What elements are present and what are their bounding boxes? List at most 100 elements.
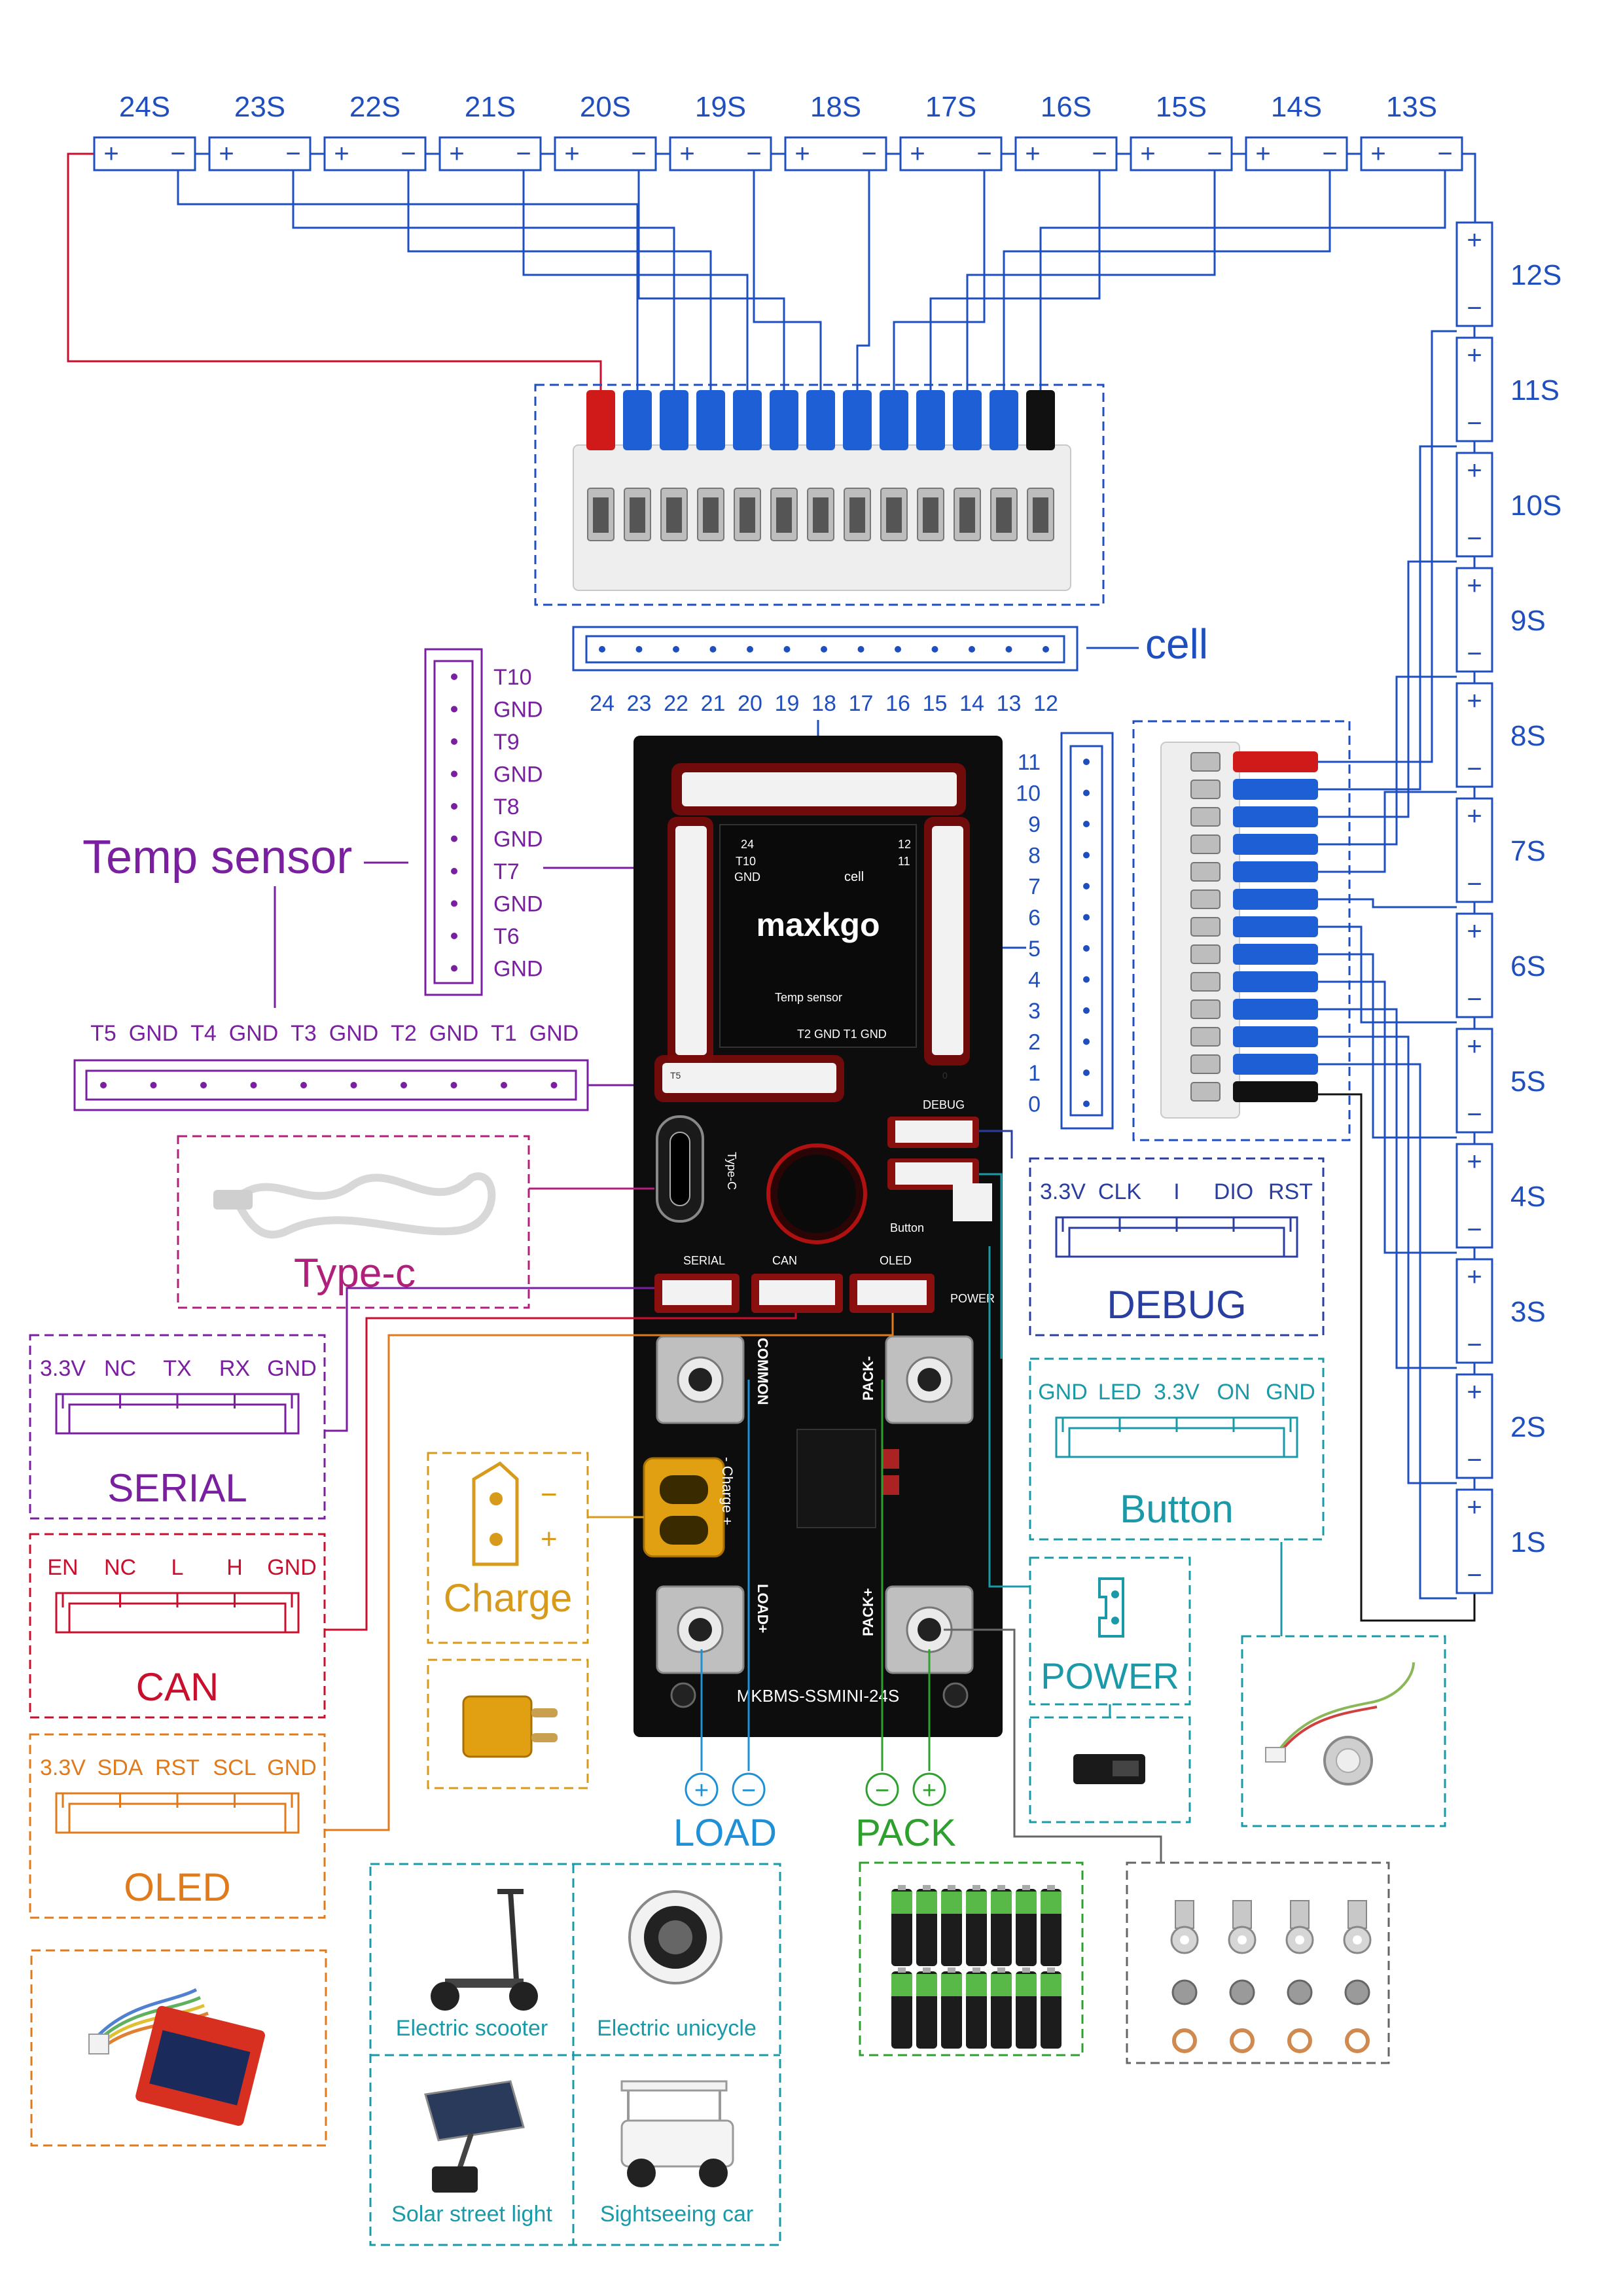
balance-wire-right	[1315, 330, 1457, 763]
right-cell-minus: −	[1467, 1331, 1482, 1359]
header-pin-number: 12	[1033, 691, 1058, 716]
temp-pin-dot	[451, 868, 457, 874]
temp-pin-dot	[451, 738, 457, 745]
header-pin-number: 2	[1028, 1030, 1041, 1055]
charge-minus: −	[541, 1479, 558, 1511]
header-pin-dot	[1083, 914, 1090, 921]
right-cell-battery	[1455, 682, 1493, 788]
board-charge: - Charge +	[719, 1457, 736, 1526]
top-cell-plus: +	[103, 139, 118, 168]
header-pin-number: 13	[997, 691, 1022, 716]
top-cell-label: 17S	[925, 91, 976, 123]
battery-cap	[997, 1967, 1005, 1973]
right-cell-minus: −	[1467, 294, 1482, 323]
pinbox-frame	[1029, 1157, 1325, 1336]
top-cell-label: 18S	[810, 91, 861, 123]
top-cell-battery	[554, 136, 657, 171]
plug-pin-metal	[593, 497, 609, 533]
temp-pin-label: GND	[129, 1021, 179, 1046]
top-cell-minus: −	[976, 139, 991, 168]
power-label: POWER	[1041, 1655, 1179, 1696]
plug-pin	[1190, 1054, 1221, 1074]
right-cell-label: 5S	[1510, 1066, 1546, 1098]
right-cell-battery	[1455, 336, 1493, 442]
top-cell-label: 20S	[580, 91, 631, 123]
board-button: Button	[890, 1221, 924, 1234]
balance-wire-top	[1039, 170, 1446, 393]
pinbox-pin-label: TX	[163, 1356, 191, 1381]
header-pin-number: 1	[1028, 1061, 1041, 1086]
right-cell-minus: −	[1467, 870, 1482, 899]
battery-cap	[923, 1885, 931, 1890]
top-cell-battery	[1245, 136, 1348, 171]
temp-pin-label: T7	[493, 859, 520, 884]
right-cell-plus: +	[1467, 802, 1482, 831]
pinbox-frame	[29, 1334, 326, 1520]
balance-wire-right	[1315, 1035, 1457, 1484]
top-cell-minus: −	[1092, 139, 1107, 168]
pinbox-frame	[1029, 1357, 1325, 1541]
plug-wire	[1233, 834, 1318, 855]
plug-wire	[1026, 390, 1055, 450]
right-cell-minus: −	[1467, 985, 1482, 1014]
battery-band	[941, 1892, 962, 1914]
header-pin-dot	[857, 646, 865, 653]
right-cell-battery	[1455, 1258, 1493, 1364]
right-cell-minus: −	[1467, 755, 1482, 783]
right-cell-plus: +	[1467, 456, 1482, 485]
balance-wire-top	[292, 170, 675, 393]
bms-board: maxkgo 24 T10 GND 12 11 cell Temp sensor…	[633, 736, 1003, 1737]
top-cell-label: 24S	[119, 91, 170, 123]
temp-pin-label: T2	[391, 1021, 417, 1046]
header-pin-number: 11	[1018, 750, 1041, 775]
top-cell-row: 24S+−23S+−22S+−21S+−20S+−19S+−18S+−17S+−…	[93, 91, 1463, 171]
right-cell-label: 3S	[1510, 1296, 1546, 1328]
top-cell-plus: +	[219, 139, 234, 168]
header-pin-number: 22	[664, 691, 688, 716]
top-cell-minus: −	[170, 139, 185, 168]
balance-wire-right	[1315, 925, 1457, 1024]
plug-wire	[806, 390, 835, 450]
pinbox-title: OLED	[124, 1865, 230, 1909]
load-plus-symbol: +	[694, 1777, 709, 1804]
right-cell-plus: +	[1467, 1263, 1482, 1291]
temp-pin-dot	[451, 803, 457, 810]
top-cell-minus: −	[1207, 139, 1222, 168]
board-model: MKBMS-SSMINI-24S	[737, 1686, 900, 1706]
plug-wire	[1233, 861, 1318, 882]
plug-pin	[1190, 1027, 1221, 1047]
cell-link-corner	[1462, 152, 1476, 223]
header-pin-dot	[635, 646, 643, 653]
temp-pin-dot	[451, 900, 457, 907]
temp-pin-dot	[350, 1082, 357, 1088]
balance-wire-top	[929, 170, 1101, 393]
battery-cap	[972, 1885, 980, 1890]
pack-plus-symbol: +	[922, 1777, 936, 1804]
plug-wire	[1233, 779, 1318, 800]
right-cell-battery	[1455, 1488, 1493, 1594]
plug-wire	[843, 390, 872, 450]
right-cell-minus: −	[1467, 524, 1482, 553]
charge-plus: +	[541, 1523, 558, 1555]
top-cell-battery	[208, 136, 312, 171]
plug-wire	[1233, 1081, 1318, 1102]
plug-pin-metal	[886, 497, 902, 533]
plug-wire	[623, 390, 652, 450]
pinbox-pin-label: EN	[47, 1555, 78, 1580]
temp-pin-label: GND	[329, 1021, 379, 1046]
header-pin-dot	[1083, 1100, 1090, 1107]
balance-wire-right	[1315, 675, 1457, 846]
right-cell-plus: +	[1467, 1032, 1482, 1061]
top-cell-plus: +	[334, 139, 349, 168]
balance-wire-top	[753, 170, 822, 393]
top-cell-plus: +	[449, 139, 464, 168]
right-cell-minus: −	[1467, 639, 1482, 668]
top-cell-plus: +	[564, 139, 579, 168]
top-cell-minus: −	[746, 139, 761, 168]
header-pin-dot	[1083, 976, 1090, 983]
right-cell-plus: +	[1467, 1378, 1482, 1407]
pinbox-pin-label: I	[1173, 1179, 1179, 1204]
